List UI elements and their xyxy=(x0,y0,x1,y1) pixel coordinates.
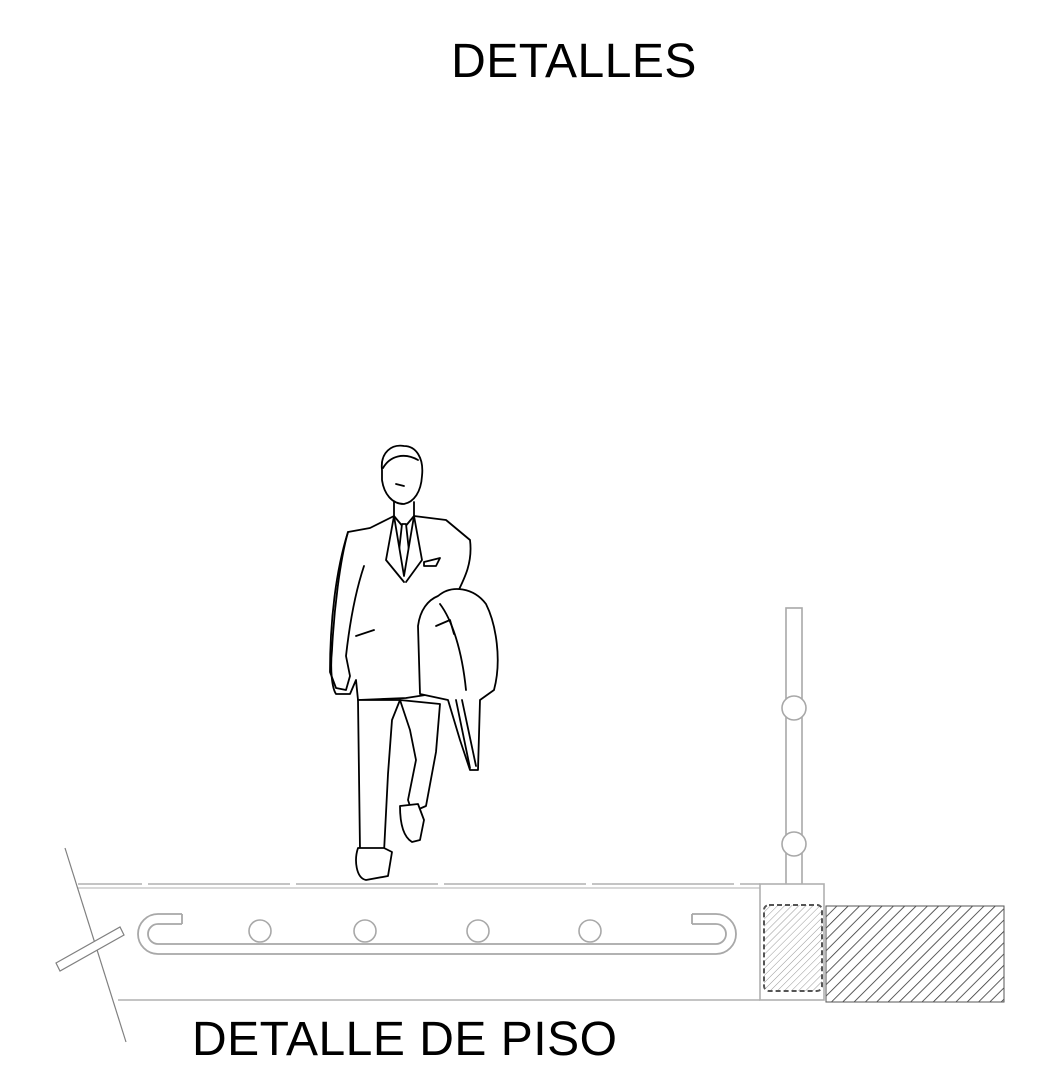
person-figure xyxy=(329,444,499,881)
heating-pipe xyxy=(137,913,737,955)
railing-post xyxy=(781,607,807,889)
pipe-section xyxy=(353,919,377,943)
pipe-section xyxy=(248,919,272,943)
floor-surface xyxy=(78,883,760,889)
sheet-title: DETALLES xyxy=(451,35,697,88)
pipe-sections xyxy=(248,919,602,943)
edge-beam-section xyxy=(763,904,823,992)
break-line xyxy=(55,847,127,1043)
pipe-section xyxy=(578,919,602,943)
pipe-section xyxy=(466,919,490,943)
detail-label: DETALLE DE PISO xyxy=(192,1013,618,1066)
wall-hatch xyxy=(825,905,1005,1003)
